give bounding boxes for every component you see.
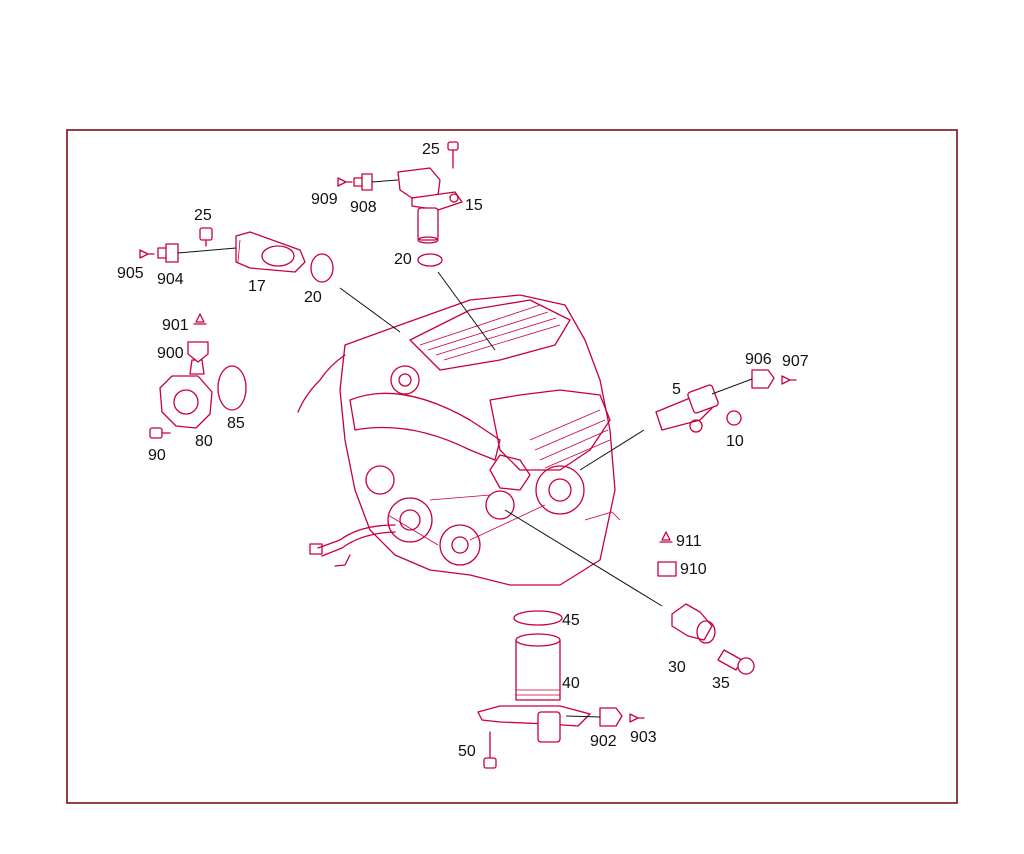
callout-900: 900 xyxy=(157,345,184,362)
part-906-connector xyxy=(711,369,775,395)
callout-901: 901 xyxy=(162,317,189,334)
part-30-sensor xyxy=(504,509,716,644)
part-25-bolt-top xyxy=(447,141,459,169)
callout-20-top: 20 xyxy=(394,251,412,268)
callout-908: 908 xyxy=(350,199,377,216)
callout-25-top: 25 xyxy=(422,141,440,158)
callout-905: 905 xyxy=(117,265,144,282)
part-900-connector xyxy=(187,341,209,363)
part-911-pin xyxy=(659,531,673,543)
part-45-seal xyxy=(513,610,563,626)
callout-17: 17 xyxy=(248,278,266,295)
part-25-bolt-left xyxy=(199,227,213,247)
callout-90: 90 xyxy=(148,447,166,464)
callout-30: 30 xyxy=(668,659,686,676)
part-50-bolt xyxy=(483,731,497,769)
part-80-sensor xyxy=(159,359,213,429)
callout-10: 10 xyxy=(726,433,744,450)
callout-15: 15 xyxy=(465,197,483,214)
part-909-pin xyxy=(337,177,353,187)
part-20-oring-left xyxy=(310,253,401,333)
callout-35: 35 xyxy=(712,675,730,692)
part-901-pin xyxy=(193,313,207,325)
part-903-pin xyxy=(629,713,645,723)
callout-85: 85 xyxy=(227,415,245,432)
callout-902: 902 xyxy=(590,733,617,750)
callouts: 25 909 908 15 20 25 905 904 17 20 901 90… xyxy=(117,141,809,760)
callout-911: 911 xyxy=(676,533,702,550)
part-907-pin xyxy=(781,375,797,385)
callout-45: 45 xyxy=(562,612,580,629)
callout-80: 80 xyxy=(195,433,213,450)
part-15-camshaft-sensor xyxy=(397,167,463,244)
part-20-oring-top xyxy=(417,253,496,351)
diagram-frame xyxy=(66,129,958,804)
part-35-bolt xyxy=(717,649,755,675)
callout-903: 903 xyxy=(630,729,657,746)
part-17-sensor-housing xyxy=(235,231,306,273)
callout-904: 904 xyxy=(157,271,184,288)
part-40-filter xyxy=(477,633,591,743)
callout-25-left: 25 xyxy=(194,207,212,224)
callout-40: 40 xyxy=(562,675,580,692)
part-902-connector xyxy=(565,707,623,727)
part-908-connector xyxy=(353,173,399,191)
part-85-seal xyxy=(217,365,247,411)
callout-907: 907 xyxy=(782,353,809,370)
part-910-connector xyxy=(657,561,677,577)
callout-910: 910 xyxy=(680,561,707,578)
callout-20-left: 20 xyxy=(304,289,322,306)
callout-5: 5 xyxy=(672,381,681,398)
callout-909: 909 xyxy=(311,191,338,208)
part-905-pin xyxy=(139,249,155,259)
part-904-connector xyxy=(157,243,237,263)
engine-assembly xyxy=(297,294,621,586)
part-90-bolt xyxy=(149,427,171,439)
callout-50: 50 xyxy=(458,743,476,760)
part-10-bolt xyxy=(726,410,742,426)
callout-906: 906 xyxy=(745,351,772,368)
part-5-sensor xyxy=(579,384,719,471)
